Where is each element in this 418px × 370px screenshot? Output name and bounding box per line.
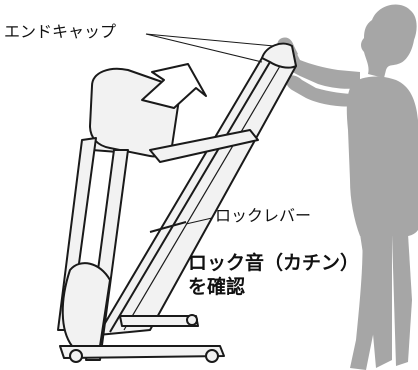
treadmill bbox=[57, 42, 297, 363]
base-frame bbox=[59, 345, 225, 359]
person-torso bbox=[346, 76, 418, 237]
leader-endcap-1 bbox=[145, 33, 263, 63]
end-cap-label: エンドキャップ bbox=[4, 22, 117, 41]
deck-edge-line-2 bbox=[123, 65, 281, 331]
person-silhouette bbox=[277, 4, 418, 370]
lock-sound-line2: を確認 bbox=[188, 275, 246, 298]
fold-direction-arrow bbox=[141, 63, 207, 109]
lock-lever-label: ロックレバー bbox=[215, 206, 312, 225]
lock-sound-line1: ロック音（カチン） bbox=[188, 252, 360, 274]
person-arm-lower bbox=[285, 75, 356, 107]
person-leg-front bbox=[350, 230, 392, 370]
leader-lines bbox=[145, 33, 275, 225]
wheel-rear bbox=[205, 349, 219, 363]
wheel-front bbox=[69, 349, 83, 363]
lock-lever-bar bbox=[149, 221, 187, 233]
wheel-mid bbox=[186, 314, 198, 326]
person-leg-right bbox=[392, 234, 412, 366]
end-cap bbox=[261, 42, 297, 69]
person-head bbox=[361, 4, 417, 79]
handrail bbox=[149, 129, 259, 163]
person-arm-upper bbox=[282, 45, 360, 89]
leader-lock-lever bbox=[185, 217, 213, 225]
deck-edge-line bbox=[109, 61, 271, 333]
leader-endcap-2 bbox=[145, 33, 275, 47]
lock-sound-note: ロック音（カチン） を確認 bbox=[188, 252, 359, 300]
base-crossbar bbox=[119, 315, 199, 327]
